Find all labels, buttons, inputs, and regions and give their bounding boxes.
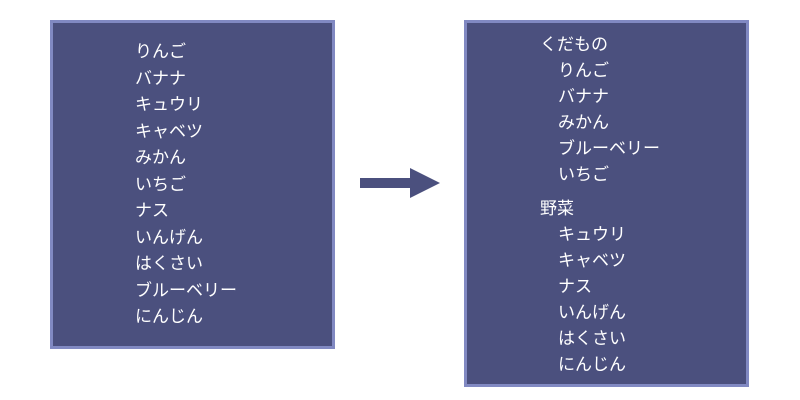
list-item: にんじん [135, 307, 203, 327]
list-item: みかん [135, 148, 186, 168]
list-item: みかん [558, 113, 609, 133]
list-item: はくさい [558, 329, 626, 349]
list-item: りんご [135, 42, 186, 62]
grouped-list-box [464, 20, 749, 387]
list-item: キュウリ [135, 95, 203, 115]
list-item: にんじん [558, 355, 626, 375]
unsorted-list-box [50, 20, 335, 349]
list-item: ナス [558, 277, 592, 297]
list-item: ブルーベリー [558, 139, 660, 159]
list-item: バナナ [135, 68, 186, 89]
list-item: キュウリ [558, 225, 626, 245]
group-label: 野菜 [540, 199, 574, 219]
list-item: はくさい [135, 254, 203, 274]
right-arrow-icon [360, 168, 440, 198]
list-item: いちご [558, 165, 609, 185]
list-item: バナナ [558, 87, 609, 107]
list-item: キャベツ [558, 251, 626, 271]
group-label: くだもの [540, 35, 608, 55]
list-item: いんげん [558, 303, 626, 323]
list-item: いんげん [135, 227, 203, 248]
list-item: ナス [135, 201, 169, 221]
list-item: りんご [558, 61, 609, 81]
list-item: いちご [135, 174, 186, 195]
list-item: キャベツ [135, 121, 203, 142]
list-item: ブルーベリー [135, 280, 237, 301]
